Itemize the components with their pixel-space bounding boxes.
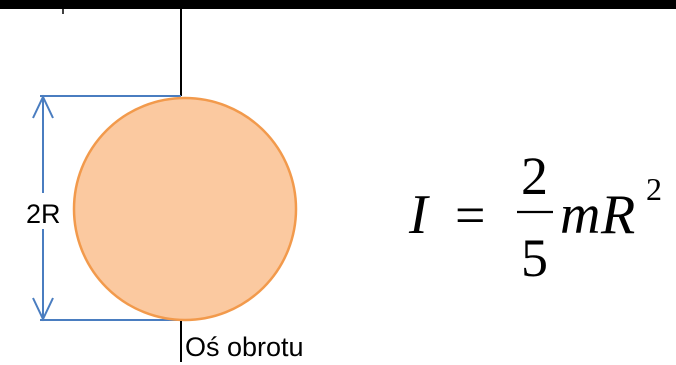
- formula-mass: m: [560, 184, 600, 246]
- formula-exponent: 2: [646, 171, 662, 207]
- dimension-arrow-bottom: [32, 297, 54, 322]
- axis-label: Oś obrotu: [185, 332, 304, 362]
- formula-lhs: I: [408, 184, 430, 246]
- sphere: [72, 96, 298, 322]
- diameter-label: 2R: [26, 199, 61, 229]
- dimension-arrow-top: [32, 94, 54, 119]
- moment-of-inertia-formula: I = 2 5 m R 2: [408, 146, 662, 288]
- ceiling-bar: [0, 0, 676, 9]
- diameter-label-backing: [24, 193, 70, 229]
- formula-equals: =: [455, 185, 485, 245]
- formula-radius: R: [600, 184, 635, 246]
- formula-numerator: 2: [521, 146, 548, 206]
- formula-denominator: 5: [521, 228, 548, 288]
